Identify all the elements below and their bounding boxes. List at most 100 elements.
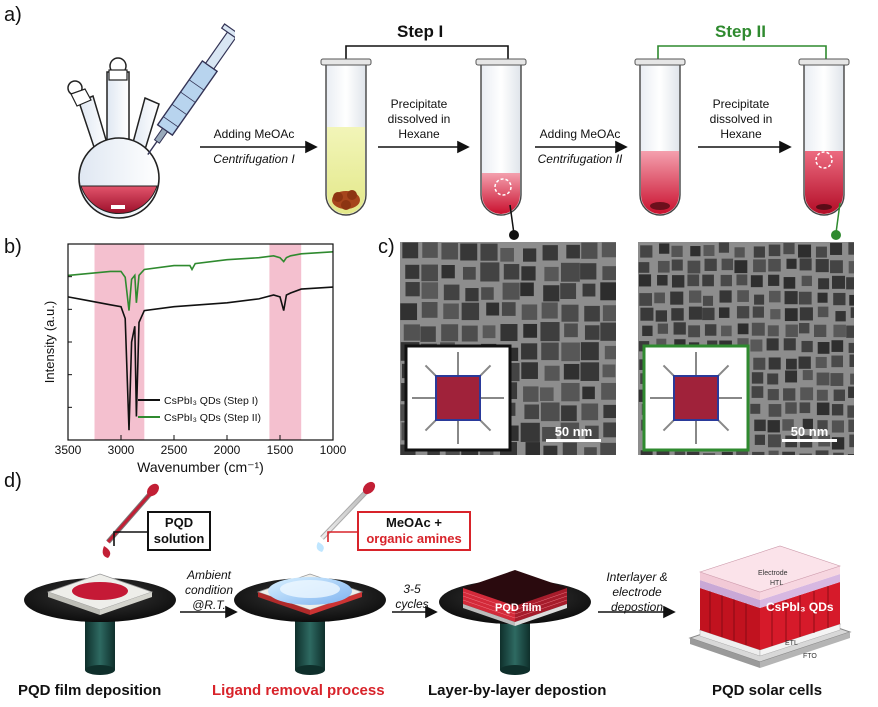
arrow1-top-text: Adding MeOAc (213, 127, 295, 141)
nanocrystal (640, 307, 654, 321)
nanocrystal (600, 442, 616, 455)
nanocrystal (585, 425, 599, 440)
nanocrystal (816, 402, 830, 416)
caption-film-deposition: PQD film deposition (18, 682, 162, 699)
tem-image-step1 (400, 242, 616, 455)
nanocrystal (702, 274, 714, 287)
nanocrystal (461, 302, 480, 321)
nanocrystal (501, 302, 516, 316)
nanocrystal (704, 258, 717, 271)
nanocrystal (656, 450, 670, 455)
nanocrystal (540, 387, 554, 401)
arrow4-top-text: Precipitate dissolved in Hexane (709, 97, 773, 141)
nanocrystal (584, 325, 600, 340)
nanocrystal (833, 292, 846, 306)
y-axis-label: Intensity (a.u.) (42, 301, 57, 383)
caption-solar-cells: PQD solar cells (712, 682, 823, 699)
nanocrystal (500, 247, 514, 262)
nanocrystal (602, 364, 616, 378)
nanocrystal (817, 292, 828, 303)
nanocrystal (521, 304, 538, 320)
nanocrystal (815, 259, 829, 273)
nanocrystal (785, 402, 797, 414)
step-1-title: Step I (397, 22, 444, 41)
nanocrystal (405, 264, 420, 279)
nanocrystal (421, 282, 439, 299)
nanocrystal (702, 295, 714, 306)
nanocrystal (523, 248, 537, 262)
legend-label-1: CsPbI₃ QDs (Step I) (164, 395, 258, 407)
nanocrystal (752, 306, 764, 318)
cell-electrode-label: Electrode (758, 570, 788, 577)
nanocrystal (561, 342, 580, 362)
x-tick-label-3: 2500 (161, 443, 188, 457)
caption-ligand-removal: Ligand removal process (212, 682, 385, 699)
nanocrystal (750, 403, 761, 414)
nanocrystal (405, 282, 420, 297)
nanocrystal (752, 451, 765, 455)
nanocrystal (421, 302, 438, 318)
nanocrystal (671, 245, 683, 257)
nanocrystal (580, 362, 600, 381)
nanocrystal (584, 305, 600, 322)
nanocrystal (523, 386, 539, 402)
nanocrystal (783, 338, 796, 351)
nanocrystal (670, 291, 684, 305)
nanocrystal (462, 266, 476, 280)
nanocrystal (461, 325, 478, 342)
nanocrystal (721, 258, 734, 271)
tube-4 (798, 58, 850, 240)
nanocrystal (800, 387, 814, 401)
nanocrystal (847, 454, 854, 455)
nanocrystal (798, 291, 812, 305)
nanocrystal (754, 294, 765, 305)
nanocrystal (833, 389, 845, 401)
nanocrystal (400, 303, 418, 321)
nanocrystal (688, 306, 702, 320)
panel-b-label: b) (4, 236, 22, 258)
nanocrystal (671, 275, 685, 288)
pqd-solution-box-label: PQD solution (153, 515, 205, 546)
tube-2 (475, 58, 527, 240)
nanocrystal (402, 242, 419, 259)
nanocrystal (785, 370, 798, 383)
nanocrystal (560, 283, 577, 300)
nanocrystal (581, 242, 598, 259)
arrow3-bottom-text: Centrifugation II (537, 152, 623, 166)
nanocrystal (687, 451, 700, 455)
nanocrystal (816, 372, 830, 386)
solar-cell-stack (688, 545, 852, 668)
nanocrystal (690, 246, 701, 257)
nanocrystal (768, 244, 781, 257)
nanocrystal (638, 274, 652, 287)
nanocrystal (815, 246, 827, 258)
nanocrystal (525, 442, 540, 455)
nanocrystal (673, 322, 686, 335)
nanocrystal (833, 324, 846, 338)
nanocrystal (541, 342, 559, 361)
nanocrystal (719, 290, 732, 303)
legend-label-2: CsPbI₃ QDs (Step II) (164, 412, 261, 424)
nanocrystal (782, 451, 795, 455)
nanocrystal (818, 278, 830, 290)
nanocrystal (718, 242, 730, 253)
nanocrystal (600, 322, 616, 341)
nanocrystal (736, 306, 750, 319)
nanocrystal (671, 259, 683, 271)
nanocrystal (814, 324, 827, 338)
nanocrystal (600, 282, 616, 301)
nanocrystal (783, 388, 796, 401)
x-axis-label: Wavenumber (cm⁻¹) (137, 459, 264, 475)
nanocrystal (602, 305, 616, 322)
nanocrystal (720, 274, 732, 287)
nanocrystal (541, 302, 558, 319)
cell-htl-label: HTL (770, 580, 784, 587)
nanocrystal (638, 262, 650, 273)
nanocrystal (767, 325, 779, 337)
pqd-film-label: PQD film (495, 602, 542, 614)
nanocrystal (703, 245, 715, 257)
nanocrystal (582, 386, 595, 400)
nanocrystal (640, 245, 653, 258)
nanocrystal (768, 274, 780, 286)
